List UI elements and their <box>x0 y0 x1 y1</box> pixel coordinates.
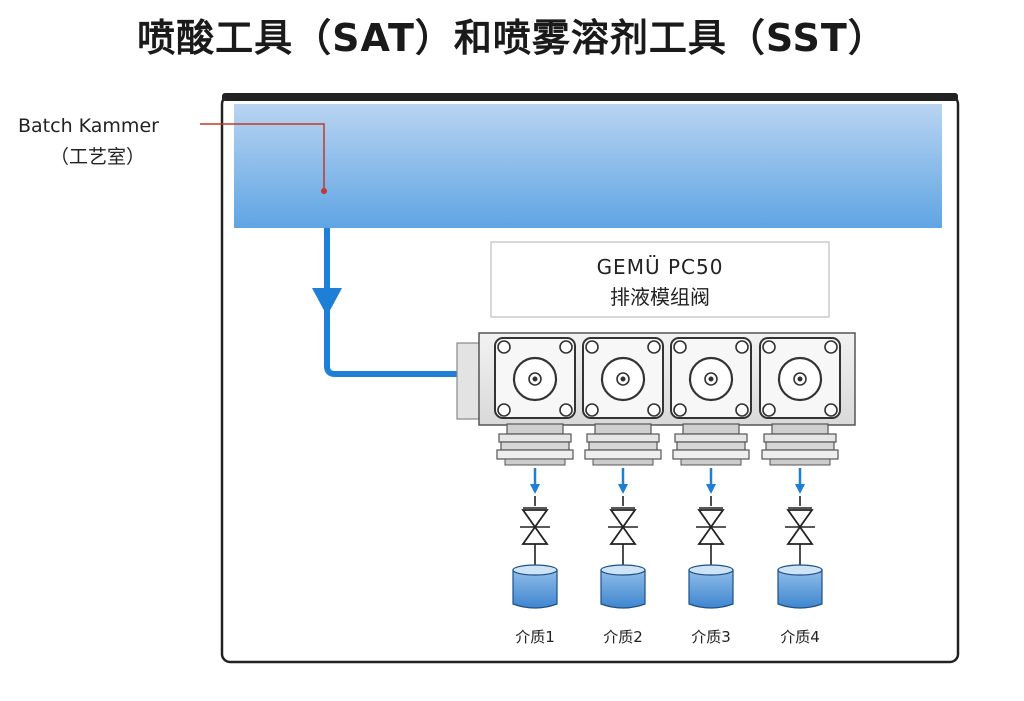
flow-arrow-icon <box>312 288 342 316</box>
valve-block-label-line1: GEMÜ PC50 <box>597 255 724 279</box>
outlet-arrow-icon-2 <box>618 468 628 494</box>
media-tank-3 <box>688 564 734 609</box>
valve-module-1 <box>494 337 576 466</box>
media-label-1: 介质1 <box>515 628 555 646</box>
shutoff-valve-icon-3 <box>696 496 726 566</box>
media-tank-4 <box>777 564 823 609</box>
media-label-3: 介质3 <box>691 628 731 646</box>
valve-module-2 <box>582 337 664 466</box>
outlet-arrow-icon-1 <box>530 468 540 494</box>
media-label-2: 介质2 <box>603 628 643 646</box>
outlet-arrow-icon-4 <box>795 468 805 494</box>
valve-module-3 <box>670 337 752 466</box>
batch-chamber <box>234 104 942 228</box>
valve-module-4 <box>759 337 841 466</box>
chamber-leader-line <box>200 123 327 194</box>
drain-flow-line <box>312 228 462 377</box>
cabinet-top-bar <box>222 93 958 101</box>
outlet-arrow-icon-3 <box>706 468 716 494</box>
shutoff-valve-icon-2 <box>608 496 638 566</box>
media-tank-2 <box>600 564 646 609</box>
chamber-label-line2: （工艺室） <box>50 146 145 168</box>
page-title: 喷酸工具（SAT）和喷雾溶剂工具（SST） <box>137 16 887 60</box>
media-tank-1 <box>512 564 558 609</box>
valve-block-label-box <box>490 241 830 318</box>
chamber-label-line1: Batch Kammer <box>18 115 159 137</box>
shutoff-valve-icon-4 <box>785 496 815 566</box>
shutoff-valve-icon-1 <box>520 496 550 566</box>
media-label-4: 介质4 <box>780 628 820 646</box>
valve-block-label-line2: 排液模组阀 <box>610 285 710 309</box>
